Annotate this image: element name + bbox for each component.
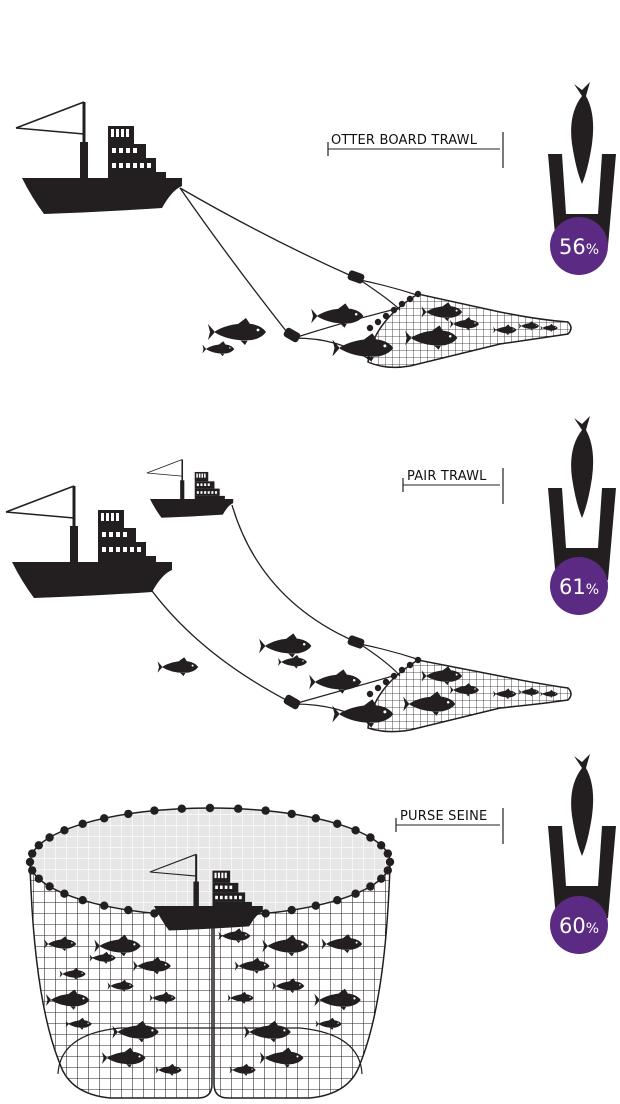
float-marker <box>377 874 386 883</box>
fish-icon <box>311 303 364 328</box>
float-marker <box>351 826 360 835</box>
percent-unit: % <box>586 582 599 598</box>
fish-icon <box>208 318 266 345</box>
float-marker <box>205 803 215 813</box>
float-marker <box>333 896 342 905</box>
pair-trawl-scene <box>4 458 572 733</box>
float-marker <box>311 901 320 910</box>
svg-text:56%: 56% <box>559 235 599 259</box>
fish-icon <box>202 341 235 357</box>
float-marker <box>150 909 159 918</box>
float-marker <box>25 857 35 867</box>
float-marker <box>351 889 360 898</box>
float-marker <box>28 866 37 875</box>
float-marker <box>124 905 133 915</box>
fishing-boat-icon <box>14 100 184 216</box>
percent-badge-otter-board-trawl: 56% <box>550 217 608 275</box>
svg-text:60%: 60% <box>559 914 599 938</box>
float-marker <box>261 909 270 918</box>
float-marker <box>124 809 133 819</box>
float-marker <box>234 804 243 813</box>
fishing-boat-icon <box>146 458 234 519</box>
float-marker <box>60 889 69 898</box>
percent-unit: % <box>586 242 599 258</box>
float-marker <box>385 857 395 867</box>
method-name: PURSE SEINE <box>400 809 487 824</box>
float-marker <box>383 849 392 858</box>
float-marker <box>34 841 43 850</box>
float-marker <box>100 901 109 910</box>
float-marker <box>377 841 386 850</box>
otter-board-trawl-scene <box>14 100 572 369</box>
fishing-boat-icon <box>4 484 174 600</box>
percent-value: 60 <box>559 914 586 938</box>
float-marker <box>60 826 69 835</box>
float-marker <box>366 833 375 842</box>
purse-seine-scene <box>25 803 395 1099</box>
fish-icon <box>157 657 199 677</box>
float-marker <box>333 819 342 828</box>
percent-unit: % <box>586 921 599 937</box>
fish-icon <box>259 633 312 658</box>
percent-value: 61 <box>559 575 586 599</box>
fish-in-container-icon <box>548 754 616 918</box>
float-marker <box>366 882 375 891</box>
float-marker <box>311 814 320 823</box>
float-marker <box>287 905 296 915</box>
method-label-purse-seine: PURSE SEINE <box>395 808 504 844</box>
fish-in-container-icon <box>548 416 616 580</box>
float-marker <box>261 806 270 815</box>
float-marker <box>34 874 43 883</box>
float-marker <box>177 804 186 813</box>
method-name: OTTER BOARD TRAWL <box>331 133 478 148</box>
float-marker <box>28 849 37 858</box>
fish-icon <box>309 669 362 694</box>
svg-text:61%: 61% <box>559 575 599 599</box>
float-marker <box>45 882 54 891</box>
percent-value: 56 <box>559 235 586 259</box>
float-marker <box>150 806 159 815</box>
float-marker <box>100 814 109 823</box>
float-marker <box>78 896 87 905</box>
method-label-otter-board-trawl: OTTER BOARD TRAWL <box>327 132 504 168</box>
percent-badge-purse-seine: 60% <box>550 896 608 954</box>
float-marker <box>78 819 87 828</box>
method-name: PAIR TRAWL <box>407 469 487 484</box>
percent-badge-pair-trawl: 61% <box>550 557 608 615</box>
float-marker <box>383 866 392 875</box>
float-marker <box>45 833 54 842</box>
float-marker <box>287 809 296 819</box>
method-label-pair-trawl: PAIR TRAWL <box>402 468 504 504</box>
